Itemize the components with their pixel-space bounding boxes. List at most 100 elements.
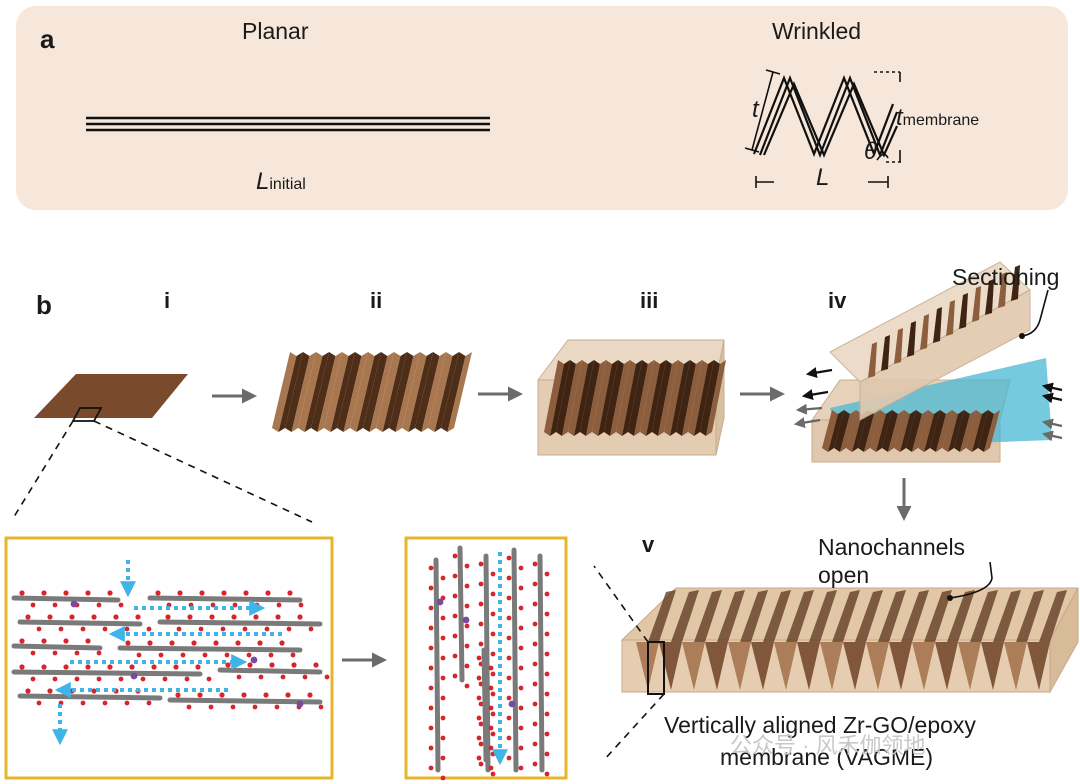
oxygen-atom bbox=[279, 640, 285, 646]
pleat-face bbox=[822, 410, 838, 452]
oxygen-atom bbox=[518, 765, 524, 771]
oxygen-atom bbox=[518, 745, 524, 751]
oxygen-atom bbox=[186, 704, 192, 710]
graphene-sheet bbox=[11, 669, 203, 677]
oxygen-atom bbox=[263, 692, 269, 698]
pleat-face bbox=[395, 352, 420, 432]
pleat-face bbox=[428, 352, 453, 432]
nanochannel-wall bbox=[981, 642, 1004, 690]
oxygen-atom bbox=[478, 581, 484, 587]
oxygen-atom bbox=[506, 735, 512, 741]
oxygen-atom bbox=[269, 662, 275, 668]
oxygen-atom bbox=[490, 611, 496, 617]
pleat-face bbox=[912, 410, 928, 452]
panel-a-background bbox=[16, 6, 1068, 210]
oxygen-atom bbox=[488, 725, 494, 731]
oxygen-atom bbox=[440, 755, 446, 761]
oxygen-atom bbox=[286, 626, 292, 632]
oxygen-atom bbox=[532, 761, 538, 767]
pleat-face bbox=[550, 360, 570, 436]
oxygen-atom bbox=[184, 676, 190, 682]
nanochannel-wall bbox=[1004, 642, 1027, 690]
oxygen-atom bbox=[102, 626, 108, 632]
graphene-sheet bbox=[11, 595, 121, 603]
nanochannel-wall bbox=[1016, 590, 1044, 642]
oxygen-atom bbox=[63, 638, 69, 644]
oxygen-atom bbox=[478, 701, 484, 707]
nanochannel-wall bbox=[682, 642, 705, 690]
oxygen-atom bbox=[452, 613, 458, 619]
pleat-face bbox=[924, 410, 940, 452]
graphene-sheet bbox=[157, 619, 323, 627]
oxygen-atom bbox=[208, 704, 214, 710]
oxygen-atom bbox=[85, 664, 91, 670]
oxygen-atom bbox=[213, 640, 219, 646]
pleat-face bbox=[840, 410, 856, 452]
pleat-face bbox=[868, 342, 877, 378]
oxygen-atom bbox=[544, 631, 550, 637]
nanochannel-wall bbox=[763, 590, 791, 642]
pleat-face bbox=[592, 360, 612, 436]
oxygen-atom bbox=[264, 626, 270, 632]
oxygen-atom bbox=[488, 765, 494, 771]
panel-b-letter: b bbox=[36, 290, 52, 320]
process-arrows bbox=[212, 386, 912, 668]
oxygen-atom bbox=[140, 676, 146, 682]
pleat-face bbox=[640, 360, 660, 436]
oxygen-atom bbox=[52, 676, 58, 682]
oxygen-atom bbox=[532, 701, 538, 707]
oxygen-atom bbox=[440, 695, 446, 701]
oxygen-atom bbox=[30, 676, 36, 682]
l-label: L bbox=[816, 164, 830, 191]
oxygen-atom bbox=[25, 614, 31, 620]
horizontal-sheets-model bbox=[11, 560, 330, 746]
oxygen-atom bbox=[518, 625, 524, 631]
oxygen-atom bbox=[125, 640, 131, 646]
nanochannel-wall bbox=[1039, 590, 1067, 642]
pleat-face bbox=[598, 360, 618, 436]
oxygen-atom bbox=[518, 705, 524, 711]
oxygen-atom bbox=[19, 590, 25, 596]
oxygen-atom bbox=[290, 652, 296, 658]
vertical-sheets-model bbox=[428, 545, 550, 781]
oxygen-atom bbox=[247, 662, 253, 668]
oxygen-atom bbox=[476, 655, 482, 661]
pleat-face bbox=[972, 410, 988, 452]
pleat-face bbox=[985, 279, 994, 315]
oxygen-atom bbox=[268, 652, 274, 658]
oxygen-atom bbox=[187, 614, 193, 620]
oxygen-atom bbox=[224, 652, 230, 658]
oxygen-atom bbox=[440, 635, 446, 641]
oxygen-atom bbox=[96, 650, 102, 656]
pleat-face bbox=[930, 410, 946, 452]
oxygen-atom bbox=[544, 711, 550, 717]
oxygen-atom bbox=[175, 692, 181, 698]
oxygen-atom bbox=[52, 650, 58, 656]
oxygen-atom bbox=[191, 640, 197, 646]
nanochannel-wall bbox=[705, 642, 728, 690]
pleat-face bbox=[907, 321, 916, 357]
pleat-face bbox=[946, 300, 955, 336]
oxygen-atom bbox=[490, 771, 496, 777]
theta-label: θ bbox=[864, 138, 878, 165]
oxygen-atom bbox=[490, 691, 496, 697]
oxygen-atom bbox=[476, 715, 482, 721]
pleat-face bbox=[415, 352, 440, 432]
oxygen-atom bbox=[478, 641, 484, 647]
oxygen-atom bbox=[162, 676, 168, 682]
oxygen-atom bbox=[532, 661, 538, 667]
pleat-face bbox=[447, 352, 472, 432]
pleat-face bbox=[652, 360, 672, 436]
oxygen-atom bbox=[221, 590, 227, 596]
oxygen-atom bbox=[478, 761, 484, 767]
oxygen-atom bbox=[47, 688, 53, 694]
oxygen-atom bbox=[428, 725, 434, 731]
oxygen-atom bbox=[490, 671, 496, 677]
oxygen-atom bbox=[47, 614, 53, 620]
oxygen-atom bbox=[476, 735, 482, 741]
oxygen-atom bbox=[206, 676, 212, 682]
oxygen-atom bbox=[209, 614, 215, 620]
pleat-face bbox=[936, 410, 952, 452]
wrinkled-dimension-marks bbox=[744, 69, 904, 188]
watermark: 公众号 · 风禾伽领地 bbox=[730, 733, 926, 758]
